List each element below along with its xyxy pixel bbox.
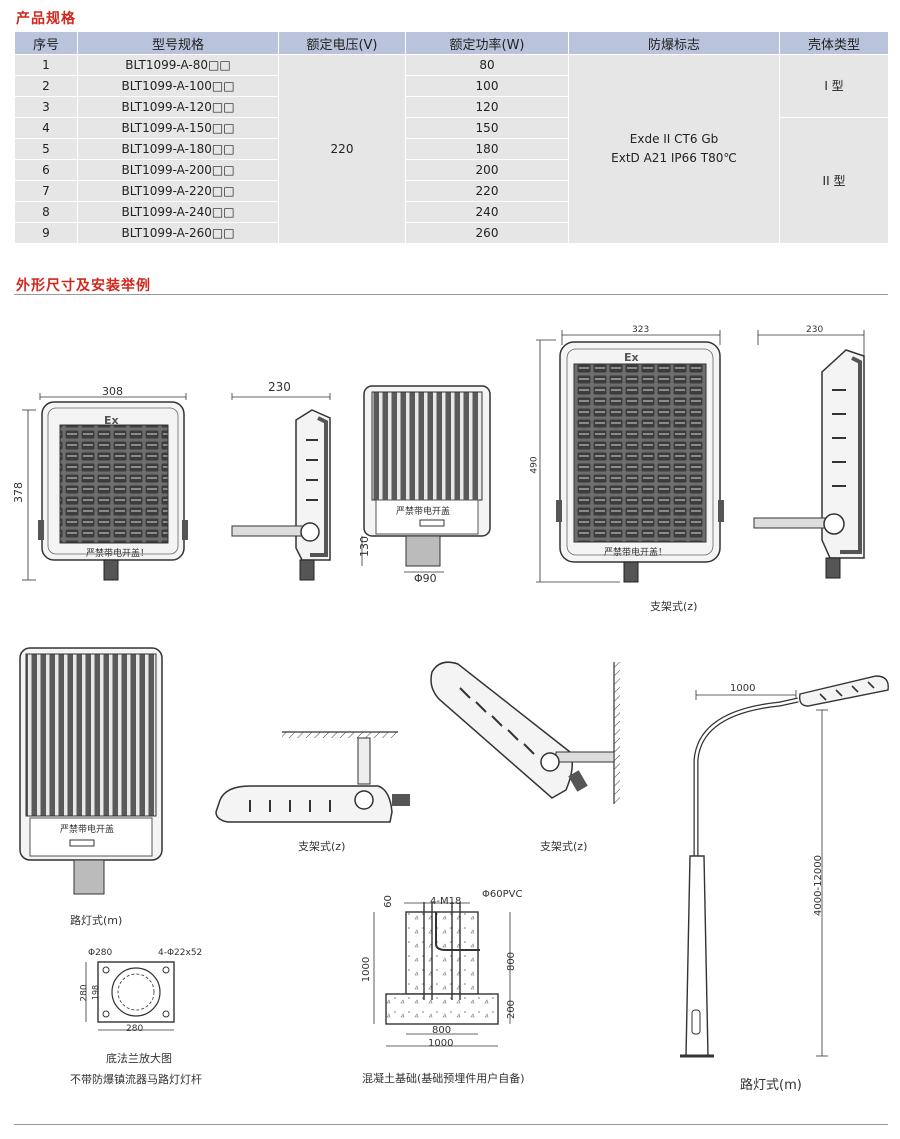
row-model: BLT1099-A-80□□: [77, 54, 279, 76]
ceiling-bracket-view: [215, 731, 410, 823]
dim-pole-height: 4000-12000: [812, 855, 824, 916]
dim-378: 378: [12, 482, 25, 503]
header-ex-mark: 防爆标志: [568, 31, 780, 55]
dim-230-b: 230: [806, 325, 824, 335]
dim-1000-horizontal: 1000: [428, 1038, 454, 1049]
front-view-large: [536, 330, 724, 583]
row-power: 150: [405, 117, 569, 139]
dim-308: 308: [102, 385, 123, 398]
row-model: BLT1099-A-200□□: [77, 159, 279, 181]
dim-4m18: 4-M18: [430, 896, 462, 907]
caption-bracket-2: 支架式(z): [298, 840, 346, 853]
spec-section-title: 产品规格: [16, 11, 76, 27]
row-no: 2: [14, 75, 78, 97]
bottom-divider: [14, 1124, 888, 1125]
dimensions-section-title: 外形尺寸及安装举例: [16, 278, 151, 294]
voltage-cell: 220: [278, 54, 406, 244]
row-no: 1: [14, 54, 78, 76]
dim-phi60pvc: Φ60PVC: [482, 889, 523, 900]
dim-200: 200: [506, 999, 518, 1020]
dim-800-vertical: 800: [506, 951, 518, 972]
caption-pole-note: 不带防爆镇流器马路灯灯杆: [70, 1073, 202, 1086]
dim-280-vertical: 280: [79, 984, 90, 1002]
header-model: 型号规格: [77, 31, 279, 55]
flange-view: [85, 961, 175, 1031]
header-voltage: 额定电压(V): [278, 31, 406, 55]
row-model: BLT1099-A-150□□: [77, 117, 279, 139]
section-divider: [14, 294, 888, 295]
foundation-view: [373, 902, 511, 1047]
table-header-row: 序号 型号规格 额定电压(V) 额定功率(W) 防爆标志 壳体类型: [14, 31, 889, 55]
row-model: BLT1099-A-180□□: [77, 138, 279, 160]
dim-230-a: 230: [268, 380, 291, 394]
warning-label-back: 严禁带电开盖: [396, 507, 451, 517]
row-no: 6: [14, 159, 78, 181]
wall-bracket-view: [430, 661, 620, 804]
table-row: 9 BLT1099-A-260□□ 260: [14, 222, 889, 244]
row-power: 180: [405, 138, 569, 160]
row-no: 9: [14, 222, 78, 244]
street-pole-view: [680, 675, 889, 1058]
housing-type-1: I 型: [779, 54, 889, 118]
caption-foundation: 混凝土基础(基础预埋件用户自备): [362, 1072, 525, 1085]
row-model: BLT1099-A-100□□: [77, 75, 279, 97]
housing-type-2: II 型: [779, 117, 889, 244]
row-model: BLT1099-A-240□□: [77, 201, 279, 223]
row-power: 120: [405, 96, 569, 118]
header-housing: 壳体类型: [779, 31, 889, 55]
spec-table: 序号 型号规格 额定电压(V) 额定功率(W) 防爆标志 壳体类型 1 BLT1…: [14, 31, 889, 244]
ex-mark-line2: ExtD A21 IP66 T80℃: [611, 151, 737, 165]
row-power: 100: [405, 75, 569, 97]
table-row: 1 BLT1099-A-80□□ 220 80 Exde II CT6 Gb E…: [14, 54, 889, 244]
row-model: BLT1099-A-260□□: [77, 222, 279, 244]
ex-mark-cell: Exde II CT6 Gb ExtD A21 IP66 T80℃: [568, 54, 780, 244]
row-power: 260: [405, 222, 569, 244]
warning-label-street: 严禁带电开盖: [60, 825, 115, 835]
dim-280-horizontal: 280: [126, 1024, 144, 1034]
dim-1000-arm: 1000: [730, 683, 756, 694]
row-power: 240: [405, 201, 569, 223]
dim-4phi22: 4-Φ22x52: [158, 948, 203, 958]
table-row: 4 BLT1099-A-150□□ 150 II 型: [14, 117, 889, 244]
table-row: 2 BLT1099-A-100□□ 100: [14, 75, 889, 97]
ex-mark-small: Ex: [104, 414, 119, 427]
dim-800-horizontal: 800: [432, 1025, 452, 1036]
warning-label-large: 严禁带电开盖！: [604, 548, 668, 558]
header-no: 序号: [14, 31, 78, 55]
row-no: 7: [14, 180, 78, 202]
ex-mark-line1: Exde II CT6 Gb: [629, 132, 719, 146]
dim-60: 60: [382, 895, 394, 908]
caption-bracket-1: 支架式(z): [650, 600, 698, 613]
table-row: 5 BLT1099-A-180□□ 180: [14, 138, 889, 160]
row-no: 3: [14, 96, 78, 118]
dim-323: 323: [632, 325, 650, 335]
table-row: 8 BLT1099-A-240□□ 240: [14, 201, 889, 223]
dim-phi280: Φ280: [88, 948, 113, 958]
side-view-small: [231, 393, 331, 581]
caption-flange: 底法兰放大图: [106, 1052, 172, 1065]
dim-490: 490: [529, 456, 540, 474]
warning-label-small: 严禁带电开盖！: [86, 549, 150, 559]
back-view-small: [361, 385, 491, 573]
dim-198: 198: [91, 984, 101, 1001]
ex-mark-large: Ex: [624, 351, 639, 364]
dim-1000-foundation: 1000: [361, 956, 373, 983]
row-power: 80: [405, 54, 569, 76]
side-view-large: [753, 330, 865, 579]
dim-130: 130: [358, 536, 371, 557]
caption-street-pole: 路灯式(m): [740, 1078, 802, 1093]
row-no: 8: [14, 201, 78, 223]
header-power: 额定功率(W): [405, 31, 569, 55]
caption-street-m: 路灯式(m): [70, 914, 123, 927]
dim-phi90: Φ90: [414, 572, 437, 585]
street-back-view: [19, 647, 163, 895]
front-view-small: [22, 393, 188, 581]
caption-bracket-3: 支架式(z): [540, 840, 588, 853]
